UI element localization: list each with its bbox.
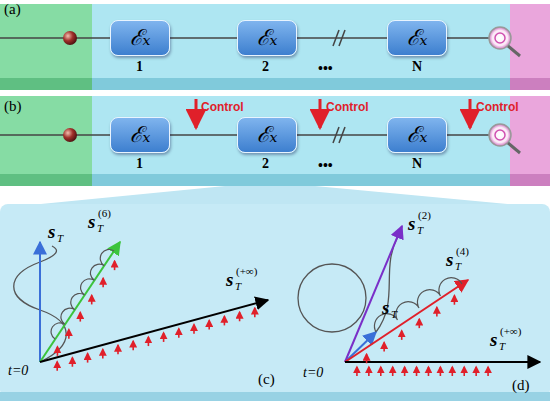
operator-box: ℰₓ [110,20,170,56]
position-number: N [412,60,422,74]
operator-label: ℰₓ [407,27,428,49]
control-pulse [401,331,403,340]
vector-subscript: T [235,281,241,292]
control-pulse [356,367,358,376]
operator-box: ℰₓ [110,117,170,153]
control-pulse [418,319,420,328]
vector-symbol: s [382,298,389,317]
control-pulse [380,367,382,376]
position-number: 1 [136,60,143,74]
panel-letter: (b) [4,99,22,114]
control-pulse [91,295,93,304]
control-pulse [193,325,195,334]
vector-superscript: (+∞) [500,326,521,337]
control-pulse [416,367,418,376]
operator-label: ℰₓ [407,124,428,146]
vector-superscript: (2) [418,210,431,221]
position-number: N [412,157,422,171]
control-pulse [117,345,119,354]
control-label: Control [326,101,369,113]
control-pulse [428,367,430,376]
control-pulse [368,367,370,376]
vector-symbol: s [88,212,95,231]
vector-symbol: s [48,222,55,241]
control-pulse [224,316,226,325]
control-pulse [239,312,241,321]
control-pulse [487,367,489,376]
control-pulse [454,296,456,305]
trajectory-wiggle [374,278,462,332]
time-label: t=0 [8,364,28,378]
control-pulse [148,337,150,346]
wire [297,134,387,136]
vector-superscript: (4) [456,246,469,257]
control-pulse [72,358,74,367]
vector-symbol: s [408,214,415,233]
operator-label: ℰₓ [130,27,151,49]
control-pulse [404,367,406,376]
control-pulse [163,333,165,342]
vector-subscript: T [97,223,103,234]
panel-letter: (a) [4,2,21,17]
control-pulse [102,278,104,287]
control-pulse [392,367,394,376]
control-pulse [102,349,104,358]
panel-letter: (c) [258,372,275,387]
position-number: 2 [262,157,269,171]
operator-label: ℰₓ [130,124,151,146]
control-pulse [178,329,180,338]
position-number: ••• [318,62,333,76]
vector-subscript: T [455,261,461,272]
vector-subscript: T [417,225,423,236]
control-pulse [114,261,116,270]
control-pulse [475,367,477,376]
trajectory-wiggle [51,250,114,339]
control-pulse [68,330,70,339]
vector-superscript: (+∞) [236,266,257,277]
vector-symbol: s [490,330,497,349]
control-pulse [254,308,256,317]
control-pulse [452,367,454,376]
control-pulse [57,347,59,356]
control-pulse [208,321,210,330]
vector-subscript: T [499,341,505,352]
control-label: Control [201,101,244,113]
control-pulse [436,307,438,316]
control-label: Control [476,101,519,113]
operator-label: ℰₓ [257,27,278,49]
control-pulse [56,362,58,371]
vector-superscript: (6) [98,208,111,219]
operator-label: ℰₓ [257,124,278,146]
vector-subscript: T [57,233,63,244]
position-number: 1 [136,157,143,171]
control-pulse [463,367,465,376]
vector-symbol: s [226,270,233,289]
control-pulse [87,354,89,363]
operator-box: ℰₓ [237,117,297,153]
wire [170,37,237,39]
vector-subscript: T [391,309,397,320]
operator-box: ℰₓ [387,20,447,56]
time-label: t=0 [303,366,323,380]
panel-letter: (d) [512,378,530,393]
wire [170,134,237,136]
position-number: 2 [262,60,269,74]
wire [297,37,387,39]
position-number: ••• [318,159,333,173]
control-pulse [79,313,81,322]
control-pulse [366,354,368,363]
operator-box: ℰₓ [237,20,297,56]
control-pulse [132,341,134,350]
control-pulse [440,367,442,376]
operator-box: ℰₓ [387,117,447,153]
vector-symbol: s [446,250,453,269]
control-pulse [383,343,385,352]
